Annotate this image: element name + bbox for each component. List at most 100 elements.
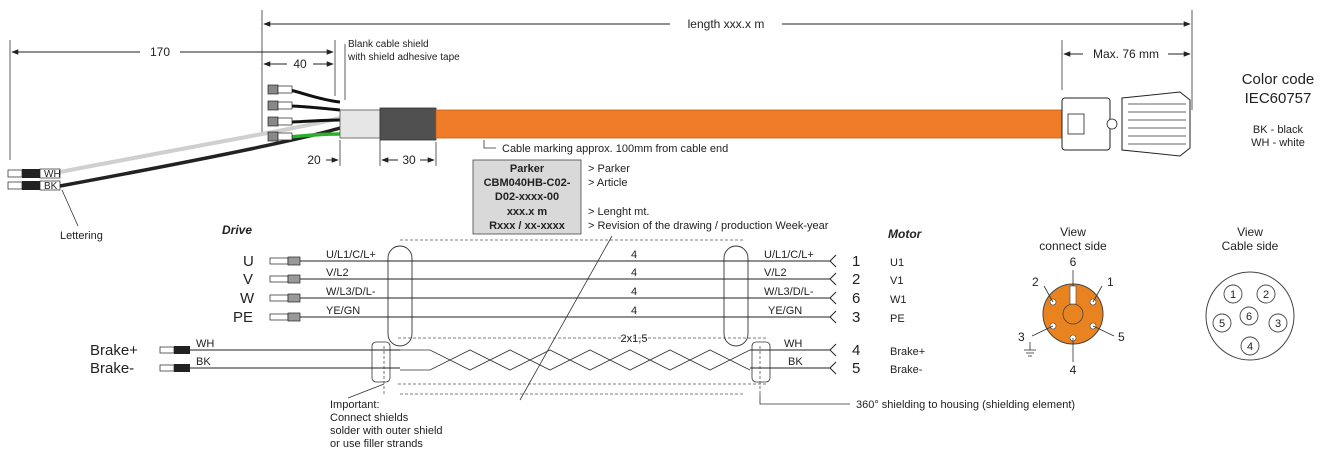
ground-icon <box>1024 342 1036 357</box>
marking-line-2: CBM040HB-C02- <box>484 177 571 189</box>
drive-brake-minus: Brake- <box>90 360 134 377</box>
color-code-bk: BK - black <box>1253 124 1304 136</box>
drive-wire-brake-plus: WH <box>196 338 214 350</box>
motor-v: V1 <box>890 275 903 287</box>
color-code-legend: Color code IEC60757 BK - black WH - whit… <box>1242 71 1315 149</box>
count-u: 4 <box>631 249 637 261</box>
marking-line-3: D02-xxxx-00 <box>495 191 559 203</box>
motor-wire-brake-plus: WH <box>784 338 802 350</box>
drive-brake-plus: Brake+ <box>90 342 138 359</box>
blank-shield-note-2: with shield adhesive tape <box>347 52 460 63</box>
wire-tag-wh: WH <box>44 169 61 180</box>
motor-u: U1 <box>890 257 904 269</box>
wire-ferrules <box>267 84 293 142</box>
connect-pin-6: 6 <box>1070 255 1077 269</box>
brake-twisted-pair <box>400 349 751 371</box>
marking-desc-2: > Article <box>588 177 627 189</box>
pin-pe: 3 <box>852 309 860 326</box>
wire-w: W W/L3/D/L- 4 W/L3/D/L- 6 W1 <box>240 286 907 307</box>
cable-marking-note: Cable marking approx. 100mm from cable e… <box>502 143 728 155</box>
drive-w: W <box>240 290 255 307</box>
connect-side-title-2: connect side <box>1039 239 1107 253</box>
color-code-standard: IEC60757 <box>1245 90 1312 107</box>
motor-label: Motor <box>888 227 923 241</box>
motor-brake-minus: Brake- <box>890 364 923 376</box>
pin-w: 6 <box>852 290 860 307</box>
cable-side-view: View Cable side 1 2 5 6 3 4 <box>1205 225 1295 361</box>
cable-pin-4: 4 <box>1247 341 1253 353</box>
wire-pe: PE YE/GN 4 YE/GN 3 PE <box>233 305 905 326</box>
cable-pin-6: 6 <box>1246 311 1252 323</box>
shield-outline <box>371 239 771 395</box>
cable-pin-5: 5 <box>1219 318 1225 330</box>
cable-pin-3: 3 <box>1275 318 1281 330</box>
pin-brake-minus: 5 <box>852 360 860 377</box>
wire-u: U U/L1/C/L+ 4 U/L1/C/L+ 1 U1 <box>243 249 904 270</box>
drive-pe: PE <box>233 309 253 326</box>
marking-box: Parker CBM040HB-C02- D02-xxxx-00 xxx.x m… <box>472 159 582 235</box>
pin-u: 1 <box>852 253 860 270</box>
brake-minus: Brake- BK BK 5 Brake- <box>90 356 923 377</box>
wire-v: V V/L2 4 V/L2 2 V1 <box>243 267 903 288</box>
marking-line-4: xxx.x m <box>507 206 548 218</box>
blank-shield-note-1: Blank cable shield <box>348 39 429 50</box>
drive-wire-brake-minus: BK <box>196 356 211 368</box>
sub-dimensions: 20 30 <box>307 140 437 167</box>
motor-wire-u: U/L1/C/L+ <box>764 249 814 261</box>
lettering-label: Lettering <box>60 230 103 242</box>
marking-desc-1: > Parker <box>588 163 630 175</box>
drive-wire-u: U/L1/C/L+ <box>326 249 376 261</box>
marking-line-5: Rxxx / xx-xxxx <box>489 220 566 232</box>
strip-length-label: 170 <box>150 45 170 59</box>
important-line-4: or use filler strands <box>330 438 423 450</box>
brake-wire-ends: WH BK <box>7 168 61 192</box>
connect-pin-5: 5 <box>1118 330 1125 344</box>
drive-label: Drive <box>222 223 252 237</box>
motor-brake-plus: Brake+ <box>890 346 925 358</box>
pin-v: 2 <box>852 271 860 288</box>
important-line-3: solder with outer shield <box>330 425 443 437</box>
cable-side-title-1: View <box>1237 225 1263 239</box>
connect-pin-3: 3 <box>1018 330 1025 344</box>
connector-dimension: Max. 76 mm <box>1061 40 1191 90</box>
motor-wire-brake-minus: BK <box>788 356 803 368</box>
count-w: 4 <box>631 286 637 298</box>
motor-w: W1 <box>890 294 907 306</box>
connect-pin-1: 1 <box>1107 275 1114 289</box>
shielding-housing-note: 360° shielding to housing (shielding ele… <box>856 399 1075 411</box>
count-pe: 4 <box>631 305 637 317</box>
length-label: length xxx.x m <box>688 17 765 31</box>
length-dimension: length xxx.x m <box>261 10 1193 135</box>
connect-side-title-1: View <box>1060 225 1086 239</box>
motor-wire-v: V/L2 <box>764 267 787 279</box>
drive-wire-w: W/L3/D/L- <box>326 286 376 298</box>
drive-wire-v: V/L2 <box>326 267 349 279</box>
connect-pin-4: 4 <box>1070 363 1077 377</box>
cable-pin-2: 2 <box>1263 289 1269 301</box>
count-v: 4 <box>631 267 637 279</box>
color-code-wh: WH - white <box>1251 137 1305 149</box>
cable-body: WH BK <box>7 84 1191 192</box>
max-connector-label: Max. 76 mm <box>1093 47 1159 61</box>
motor-wire-w: W/L3/D/L- <box>764 286 814 298</box>
strip-dimension: 170 <box>9 40 336 160</box>
drive-u: U <box>243 253 254 270</box>
color-code-title: Color code <box>1242 71 1315 88</box>
motor-pe: PE <box>890 313 905 325</box>
important-line-1: Important: <box>330 399 380 411</box>
marking-desc-4: > Revision of the drawing / production W… <box>588 220 829 232</box>
brake-plus: Brake+ WH WH 4 Brake+ <box>90 338 925 359</box>
drive-wire-pe: YE/GN <box>326 305 360 317</box>
shield-length-label: 40 <box>293 57 307 71</box>
cable-pin-1: 1 <box>1230 289 1236 301</box>
motor-wire-pe: YE/GN <box>768 305 802 317</box>
cable-side-title-2: Cable side <box>1222 239 1279 253</box>
brake-size-label: 2x1,5 <box>621 333 648 345</box>
connect-side-view: View connect side 6 1 2 5 3 4 <box>1018 225 1125 377</box>
dim-30-label: 30 <box>402 153 416 167</box>
dim-20-label: 20 <box>307 153 321 167</box>
motor-connector <box>1061 91 1191 157</box>
marking-line-1: Parker <box>510 163 545 175</box>
wire-tag-bk: BK <box>44 181 58 192</box>
